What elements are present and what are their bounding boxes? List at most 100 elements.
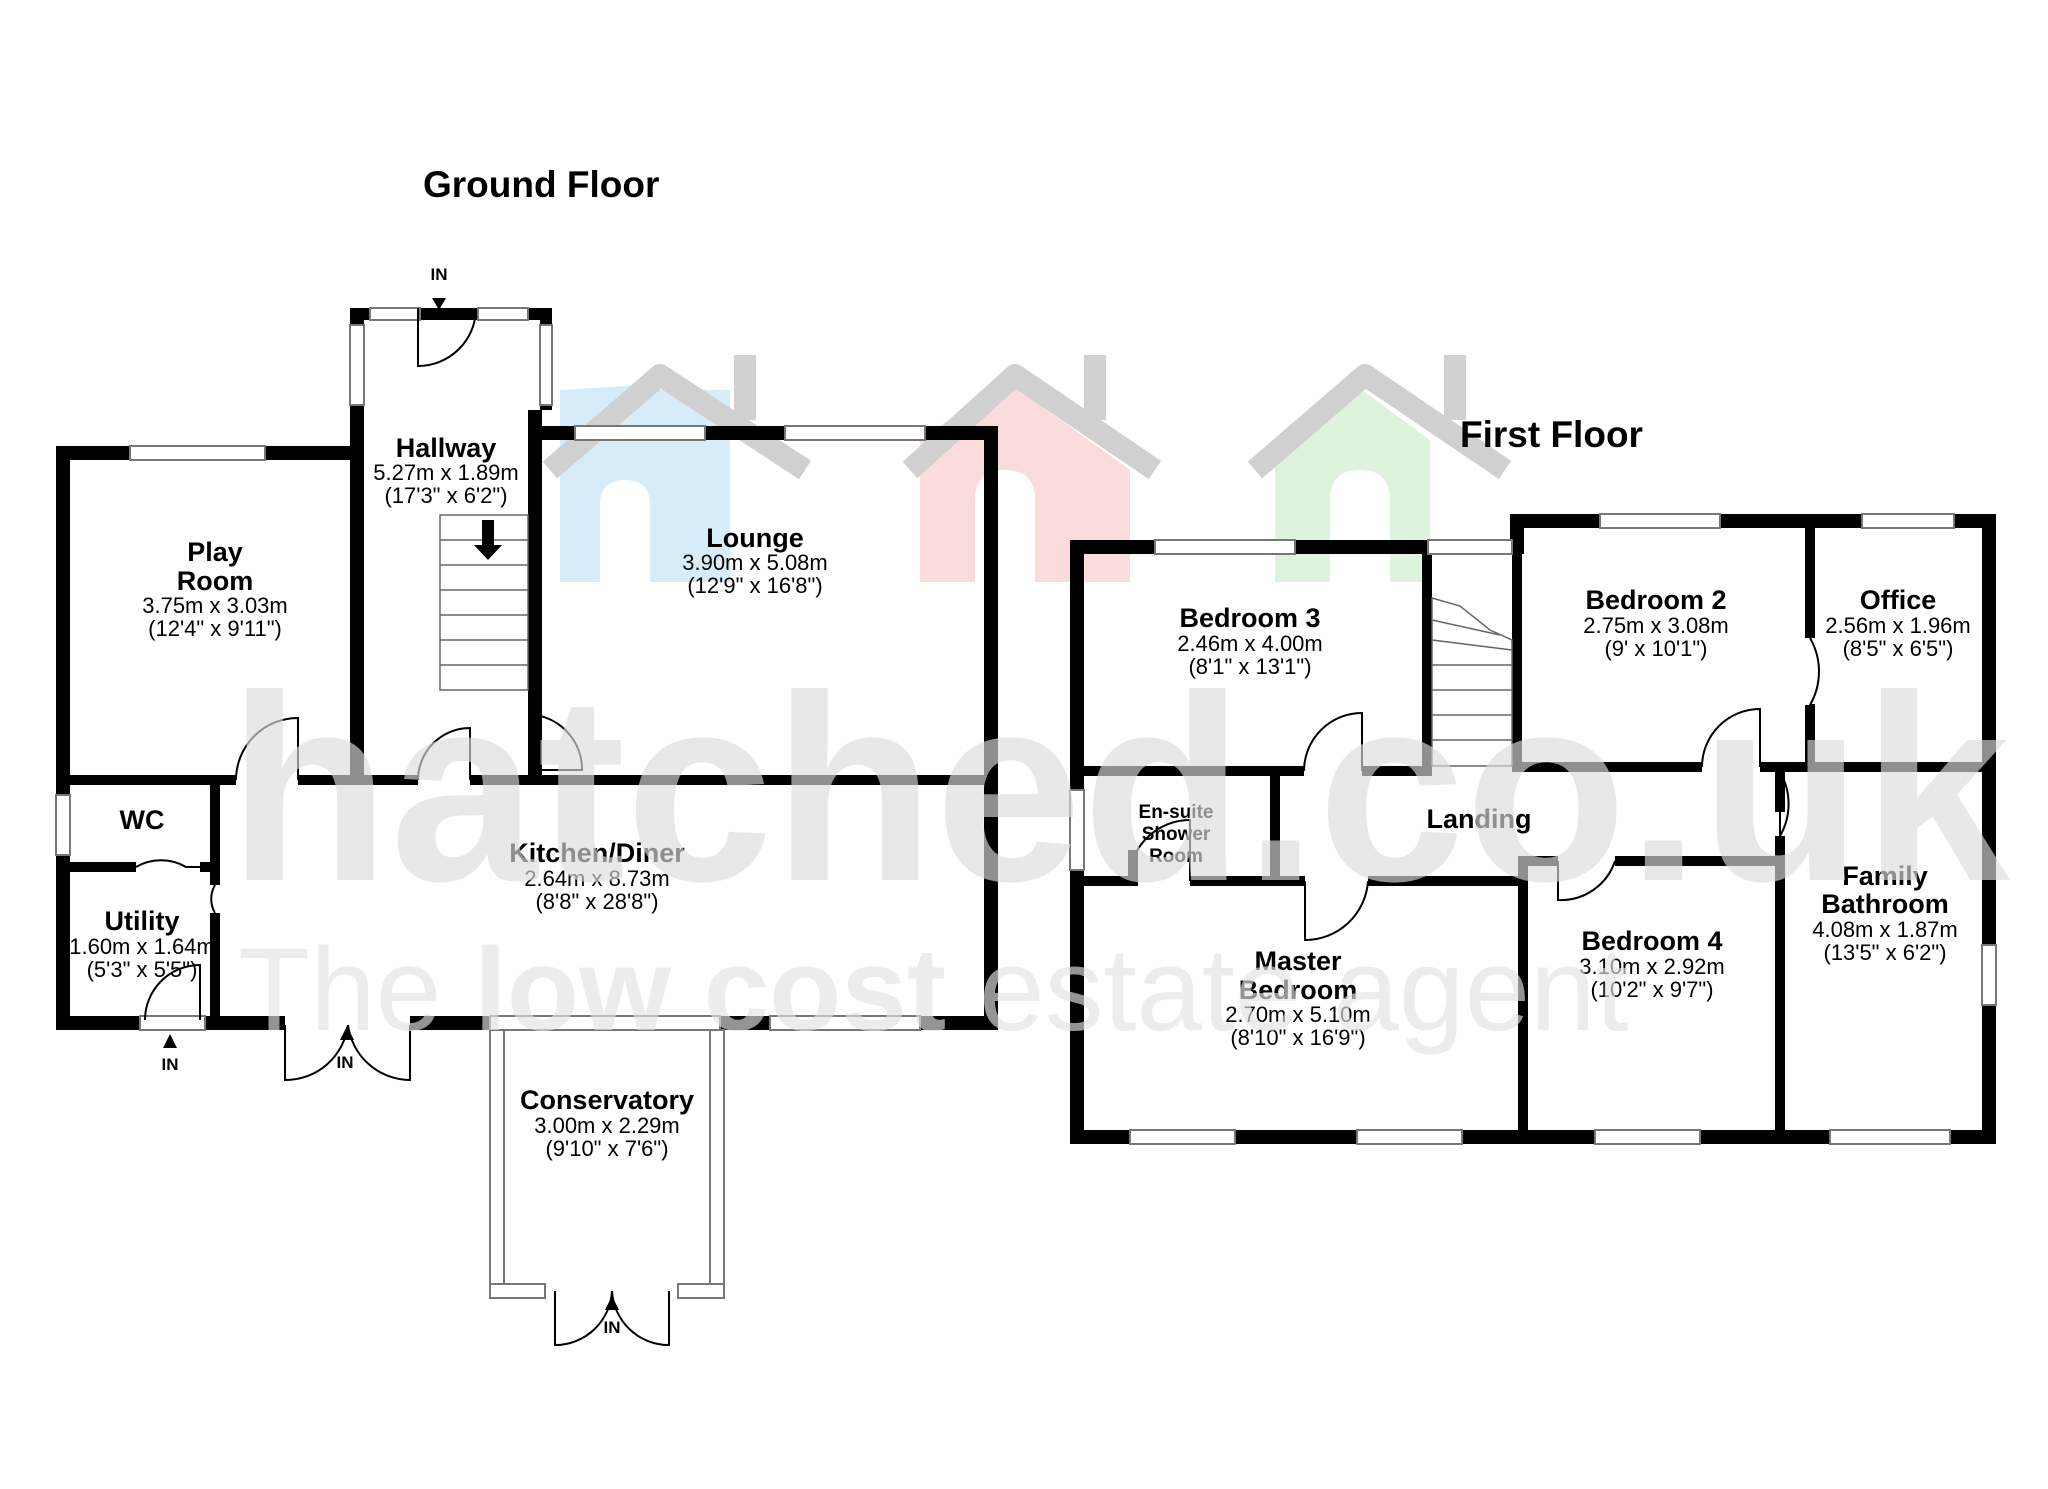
room-name: Kitchen/Diner: [509, 838, 685, 868]
room-dimensions-metric: 2.70m x 5.10m: [1225, 1002, 1371, 1027]
watermark-text: hatched.co.uk The low cost estate agent: [228, 641, 2011, 1056]
bedroom4-door-swing: [1557, 860, 1616, 902]
room-dimensions-metric: 3.00m x 2.29m: [534, 1113, 680, 1138]
room-wc: WC: [120, 805, 165, 835]
entry-arrow-icon: [340, 1026, 354, 1040]
first-floor-stairs: [1431, 597, 1513, 767]
room-master-bedroom: Master Bedroom 2.70m x 5.10m (8'10" x 16…: [1225, 946, 1371, 1050]
utility-door-swing: [144, 963, 201, 1021]
room-dimensions-metric: 3.10m x 2.92m: [1579, 954, 1725, 979]
room-name: Master: [1254, 946, 1342, 976]
room-landing: Landing: [1427, 804, 1532, 834]
room-name: Conservatory: [520, 1085, 694, 1115]
room-dimensions-imperial: (5'3" x 5'5"): [87, 957, 198, 982]
room-bedroom-3: Bedroom 3 2.46m x 4.00m (8'1" x 13'1"): [1177, 603, 1323, 679]
master-door-swing: [1304, 880, 1369, 942]
room-dimensions-metric: 5.27m x 1.89m: [373, 460, 519, 485]
bedroom2-door-swing: [1701, 707, 1761, 768]
green-house-icon: [1275, 385, 1430, 582]
room-dimensions-imperial: (13'5" x 6'2"): [1823, 940, 1946, 965]
room-name: WC: [120, 805, 165, 835]
room-utility: Utility 1.60m x 1.64m (5'3" x 5'5"): [69, 906, 215, 982]
room-dimensions-imperial: (12'4" x 9'11"): [148, 616, 282, 641]
room-dimensions-imperial: (10'2" x 9'7"): [1590, 977, 1713, 1002]
room-hallway: Hallway 5.27m x 1.89m (17'3" x 6'2"): [373, 433, 519, 508]
entry-label-conservatory: IN: [604, 1318, 621, 1337]
room-conservatory: Conservatory 3.00m x 2.29m (9'10" x 7'6"…: [520, 1085, 694, 1161]
room-dimensions-imperial: (12'9" x 16'8"): [687, 573, 822, 598]
room-dimensions-imperial: (8'5" x 6'5"): [1843, 636, 1954, 661]
first-floor-windows: [1069, 513, 1997, 1145]
room-name: Lounge: [706, 523, 803, 553]
room-name: Play: [187, 537, 243, 567]
room-name: Bathroom: [1821, 889, 1949, 919]
room-name: Shower: [1142, 824, 1211, 845]
room-name: Bedroom: [1239, 975, 1358, 1005]
watermark-tagline-part2: estate agent: [946, 924, 1628, 1056]
room-dimensions-imperial: (8'1" x 13'1"): [1188, 654, 1311, 679]
watermark-tagline-bold: low cost: [474, 924, 946, 1056]
entry-label-kitchen: IN: [337, 1053, 354, 1072]
room-bedroom-2: Bedroom 2 2.75m x 3.08m (9' x 10'1"): [1583, 585, 1729, 661]
room-dimensions-metric: 2.56m x 1.96m: [1825, 613, 1971, 638]
room-dimensions-metric: 3.90m x 5.08m: [682, 550, 828, 575]
room-name: Bedroom 3: [1179, 603, 1320, 633]
ground-floor-title: Ground Floor: [423, 164, 659, 205]
room-name: Room: [177, 566, 254, 596]
room-name: Bedroom 4: [1581, 926, 1722, 956]
playroom-door-swing: [235, 716, 299, 781]
room-name: Landing: [1427, 804, 1532, 834]
room-ensuite-shower: En-suite Shower Room: [1139, 802, 1214, 867]
wc-door-swing: [135, 859, 200, 868]
room-play-room: Play Room 3.75m x 3.03m (12'4" x 9'11"): [142, 537, 288, 641]
room-dimensions-metric: 2.46m x 4.00m: [1177, 631, 1323, 656]
conservatory-door-right: [611, 1290, 670, 1347]
room-name: Family: [1842, 861, 1928, 891]
front-door-swing: [417, 307, 477, 368]
entry-arrow-icon: [163, 1034, 177, 1048]
room-bedroom-4: Bedroom 4 3.10m x 2.92m (10'2" x 9'7"): [1579, 926, 1725, 1002]
watermark-tagline-part1: The: [238, 924, 474, 1056]
room-dimensions-metric: 2.75m x 3.08m: [1583, 613, 1729, 638]
room-dimensions-imperial: (8'10" x 16'9"): [1230, 1025, 1365, 1050]
ground-floor-windows: [55, 307, 926, 1299]
room-name: Room: [1149, 846, 1203, 867]
room-kitchen-diner: Kitchen/Diner 2.64m x 8.73m (8'8" x 28'8…: [509, 838, 685, 914]
room-dimensions-imperial: (9'10" x 7'6"): [545, 1136, 668, 1161]
room-dimensions-metric: 1.60m x 1.64m: [69, 934, 215, 959]
room-family-bathroom: Family Bathroom 4.08m x 1.87m (13'5" x 6…: [1812, 861, 1958, 965]
first-floor-doors: [1128, 637, 1820, 942]
room-dimensions-imperial: (8'8" x 28'8"): [535, 889, 658, 914]
room-name: Office: [1860, 585, 1937, 615]
kitchen-door-swing: [417, 726, 471, 781]
bedroom3-door-swing: [1303, 711, 1363, 772]
room-dimensions-imperial: (9' x 10'1"): [1604, 636, 1707, 661]
office-door-swing: [1808, 637, 1820, 706]
ensuite-door-swing: [1128, 818, 1191, 882]
room-dimensions-imperial: (17'3" x 6'2"): [384, 483, 507, 508]
entry-label-front: IN: [431, 265, 448, 284]
lounge-door-swing: [534, 714, 584, 771]
ground-floor-entry-arrows: IN IN IN IN: [162, 265, 621, 1337]
entry-arrow-icon: [432, 298, 446, 310]
room-name: Utility: [104, 906, 179, 936]
stairs-down-arrow-icon: [474, 520, 502, 560]
ground-floor-stairs: [439, 514, 529, 691]
room-name: Hallway: [396, 433, 497, 463]
room-dimensions-metric: 4.08m x 1.87m: [1812, 917, 1958, 942]
entry-arrow-icon: [605, 1296, 619, 1310]
watermark-tagline: The low cost estate agent: [238, 924, 1629, 1056]
watermark-logo: [542, 355, 1512, 582]
first-floor-title: First Floor: [1460, 414, 1643, 455]
utility-internal-door-swing: [210, 884, 216, 914]
bathroom-door-swing: [1779, 771, 1790, 840]
room-lounge: Lounge 3.90m x 5.08m (12'9" x 16'8"): [682, 523, 828, 598]
room-dimensions-metric: 2.64m x 8.73m: [524, 866, 670, 891]
room-name: Bedroom 2: [1585, 585, 1726, 615]
entry-label-utility: IN: [162, 1055, 179, 1074]
watermark-brand: hatched.co.uk: [228, 641, 2011, 937]
room-dimensions-metric: 3.75m x 3.03m: [142, 593, 288, 618]
room-office: Office 2.56m x 1.96m (8'5" x 6'5"): [1825, 585, 1971, 661]
room-name: En-suite: [1139, 802, 1214, 823]
